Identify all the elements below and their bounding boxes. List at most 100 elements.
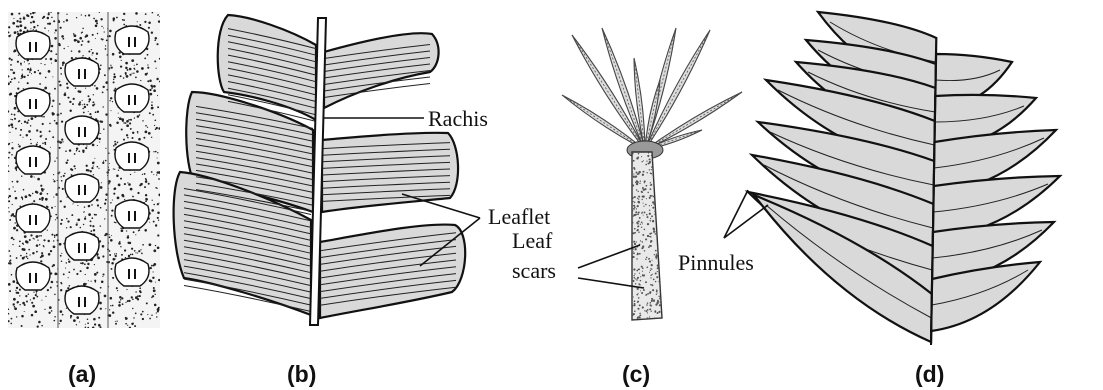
stipple-dot [47,193,49,195]
stipple-dot [80,262,82,264]
trunk-stipple [647,293,649,295]
stipple-dot [11,318,13,320]
stipple-dot [138,250,140,252]
stipple-dot [133,72,134,73]
stipple-dot [113,81,115,83]
stipple-dot [97,33,99,35]
stipple-dot [60,289,62,291]
stipple-dot [121,128,123,130]
stipple-dot [15,197,18,200]
stipple-dot [20,63,22,65]
stipple-dot [64,93,67,96]
stipple-dot [65,150,67,152]
stipple-dot [92,326,95,329]
stipple-dot [132,308,133,309]
trunk-stipple [632,305,633,306]
trunk-stipple [636,208,637,209]
trunk-stipple [662,163,664,165]
stipple-dot [110,297,113,300]
stipple-dot [56,157,57,158]
stipple-dot [153,221,155,223]
stipple-dot [37,325,39,327]
stipple-dot [17,61,19,63]
stipple-dot [85,147,87,149]
stipple-dot [88,95,90,97]
leaf-scar-outline [65,232,99,260]
trunk-stipple [639,313,641,315]
trunk-stipple [646,304,648,306]
trunk-stipple [661,265,662,266]
stipple-dot [41,63,42,64]
trunk-stipple [660,198,661,199]
trunk-stipple [659,220,661,222]
stipple-dot [156,78,158,80]
stipple-dot [76,17,77,18]
stipple-dot [71,214,73,216]
stipple-dot [100,308,102,310]
stipple-dot [157,15,158,16]
trunk-stipple [656,294,657,295]
stipple-dot [133,323,134,324]
stipple-dot [20,129,22,131]
stipple-dot [144,229,147,232]
stipple-dot [27,74,29,76]
stipple-dot [82,28,84,30]
stipple-dot [16,316,17,317]
stipple-dot [149,112,151,114]
stipple-dot [90,281,91,282]
stipple-dot [132,132,134,134]
stipple-dot [98,168,99,169]
trunk-stipple [651,160,652,161]
trunk-stipple [633,208,635,210]
trunk-stipple [649,158,651,160]
trunk-stipple [649,261,651,263]
stipple-dot [35,191,38,194]
stipple-dot [48,253,51,256]
stipple-dot [113,188,115,190]
stipple-dot [157,211,160,214]
stipple-dot [8,200,10,202]
stipple-dot [125,62,128,65]
stipple-dot [104,203,106,205]
stipple-dot [120,227,122,229]
stipple-dot [146,302,148,304]
stipple-dot [53,240,54,241]
trunk-stipple [647,223,649,225]
stipple-dot [54,120,56,122]
stipple-dot [18,81,19,82]
trunk-stipple [661,240,663,242]
stipple-dot [150,267,152,269]
leaf-scar-outline [65,286,99,314]
stipple-dot [16,229,18,231]
stipple-dot [13,298,16,301]
stipple-dot [99,138,101,140]
trunk-stipple [646,172,647,173]
stipple-dot [157,95,158,96]
stipple-dot [135,12,138,15]
stipple-dot [69,149,71,151]
trunk-stipple [655,281,656,282]
stipple-dot [68,259,69,260]
stipple-dot [142,244,144,246]
trunk-stipple [659,250,661,252]
stipple-dot [91,167,93,169]
stipple-dot [137,131,139,133]
stipple-dot [105,148,106,149]
trunk-stipple [649,209,650,210]
stipple-dot [149,243,152,246]
stipple-dot [154,60,156,62]
stipple-dot [118,117,119,118]
stipple-dot [96,87,99,90]
stipple-dot [151,137,152,138]
stipple-dot [100,207,102,209]
stipple-dot [59,147,61,149]
stipple-dot [13,227,16,230]
trunk-stipple [660,228,662,230]
stipple-dot [100,225,101,226]
stipple-dot [61,176,62,177]
stipple-dot [135,296,138,299]
stipple-dot [137,252,138,253]
stipple-dot [127,137,129,139]
stipple-dot [13,72,16,75]
stipple-dot [122,19,124,21]
